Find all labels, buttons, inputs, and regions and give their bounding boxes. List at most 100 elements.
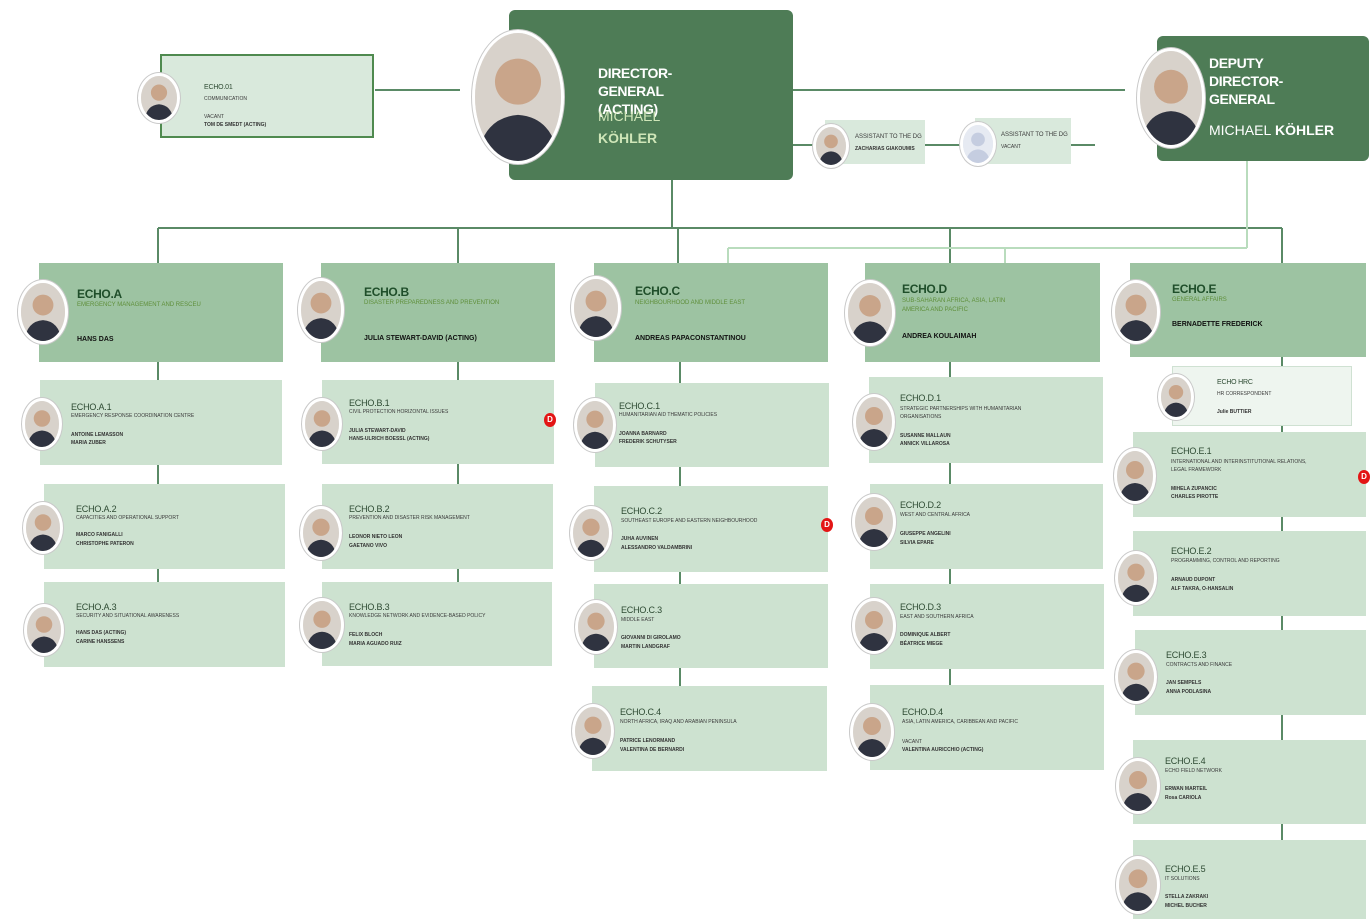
assistant-person: VACANT [1001,144,1021,150]
directorate-box-echo-a: ECHO.A EMERGENCY MANAGEMENT AND RESCEU H… [39,263,283,362]
unit-subtitle: HR CORRESPONDENT [1217,391,1272,397]
unit-subtitle: KNOWLEDGE NETWORK AND EVIDENCE-BASED POL… [349,613,486,619]
unit-person-2: HANS-ULRICH BOESSL (ACTING) [349,436,430,442]
director-general-box: DIRECTOR-GENERAL (ACTING) MICHAEL KÖHLER [509,10,793,180]
unit-subtitle: WEST AND CENTRAL AFRICA [900,512,971,518]
unit-person-1: JUHA AUVINEN [621,536,659,542]
portrait-unit [1115,551,1157,605]
unit-code: ECHO.C.2 [621,506,662,516]
portrait-unit [300,506,342,560]
unit-box-echo-e3: ECHO.E.3 CONTRACTS AND FINANCE JAN SEMPE… [1135,630,1366,715]
unit-box-echo-d1: ECHO.D.1 STRATEGIC PARTNERSHIPS WITH HUM… [869,377,1103,463]
unit-box-echo-b1: ECHO.B.1 CIVIL PROTECTION HORIZONTAL ISS… [322,380,554,464]
unit-person-2: MARTIN LANDGRAF [621,644,670,650]
unit-person-2: ALESSANDRO VALDAMBRINI [621,545,693,551]
unit-subtitle: PREVENTION AND DISASTER RISK MANAGEMENT [349,515,470,521]
unit-code: ECHO HRC [1217,379,1253,386]
unit-box-echo-a3: ECHO.A.3 SECURITY AND SITUATIONAL AWAREN… [44,582,285,667]
portrait-unit [302,398,342,450]
unit-person-1: STELLA ZAKRAKI [1165,894,1209,900]
portrait-comm [138,73,180,123]
portrait-echo-b [298,278,344,342]
unit-code: ECHO.A.3 [76,602,117,612]
unit-person-2: MICHEL BUCHER [1165,903,1207,909]
unit-code: ECHO.C.4 [620,707,661,717]
portrait-unit [570,506,612,560]
unit-person-1: MARCO FANIGALLI [76,532,123,538]
portrait-unit [24,604,64,656]
portrait-assistant-1 [813,124,849,168]
unit-code: ECHO.C.3 [621,605,662,615]
ddg-title: DEPUTY DIRECTOR-GENERAL [1209,55,1283,107]
portrait-unit [1116,758,1160,814]
portrait-unit [853,394,895,450]
d-badge: D [544,413,556,427]
unit-box-echo-c3: ECHO.C.3 MIDDLE EAST GIOVANNI DI GIROLAM… [594,584,828,668]
portrait-unit [574,398,616,452]
portrait-hrc [1158,374,1194,420]
dg-last-name: KÖHLER [598,130,658,146]
unit-box-echo-e1: ECHO.E.1 INTERNATIONAL AND INTERINSTITUT… [1133,432,1366,517]
unit-subtitle: SOUTHEAST EUROPE AND EASTERN NEIGHBOURHO… [621,518,758,524]
ddg-last-name: KÖHLER [1275,122,1335,138]
unit-person-1: HANS DAS (ACTING) [76,630,126,636]
directorate-subtitle: SUB-SAHARAN AFRICA, ASIA, LATIN AMERICA … [902,298,1006,313]
unit-subtitle: ECHO FIELD NETWORK [1165,768,1222,774]
unit-code: ECHO.B.3 [349,602,390,612]
directorate-box-echo-e: ECHO.E GENERAL AFFAIRS BERNADETTE FREDER… [1130,263,1366,357]
unit-subtitle: STRATEGIC PARTNERSHIPS WITH HUMANITARIAN… [900,406,1022,420]
directorate-head: BERNADETTE FREDERICK [1172,321,1263,328]
portrait-echo-c [571,276,621,340]
unit-box-echo-b3: ECHO.B.3 KNOWLEDGE NETWORK AND EVIDENCE-… [322,582,552,666]
unit-code: ECHO.D.2 [900,500,941,510]
unit-person-2: GAETANO VIVO [349,543,387,549]
directorate-code: ECHO.C [635,284,680,298]
portrait-unit [850,704,894,760]
unit-person-2: CARINE HANSSENS [76,639,125,645]
assistant-person: ZACHARIAS GIAKOUMIS [855,146,915,152]
portrait-unit [300,598,344,652]
unit-person: Julie BUTTIER [1217,409,1252,415]
unit-person-2: Rosa CARIOLA [1165,795,1202,801]
directorate-code: ECHO.D [902,282,947,296]
portrait-dg [472,30,564,164]
unit-box-echo-c4: ECHO.C.4 NORTH AFRICA, IRAQ AND ARABIAN … [592,686,827,771]
unit-person-1: JAN SEMPELS [1166,680,1202,686]
hr-correspondent-box: ECHO HRC HR CORRESPONDENT Julie BUTTIER [1172,366,1352,426]
unit-box-echo-e2: ECHO.E.2 PROGRAMMING, CONTROL AND REPORT… [1133,531,1366,616]
assistant-title: ASSISTANT TO THE DG [1001,132,1068,138]
unit-person-2: FREDERIK SCHUTYSER [619,439,677,445]
directorate-box-echo-c: ECHO.C NEIGHBOURHOOD AND MIDDLE EAST AND… [594,263,828,362]
unit-subtitle: MIDDLE EAST [621,617,655,623]
portrait-unit [23,502,63,554]
unit-code: ECHO.A.1 [71,402,112,412]
unit-code: ECHO.01 [204,84,233,91]
unit-subtitle: CAPACITIES AND OPERATIONAL SUPPORT [76,515,179,521]
unit-person-1: SUSANNE MALLAUN [900,433,951,439]
unit-code: ECHO.E.3 [1166,650,1207,660]
directorate-subtitle: GENERAL AFFAIRS [1172,297,1227,303]
portrait-assistant-vacant [960,122,996,166]
unit-person-1: MIHELA ZUPANCIC [1171,486,1217,492]
unit-subtitle: SECURITY AND SITUATIONAL AWARENESS [76,613,180,619]
unit-box-communication: ECHO.01 COMMUNICATION VACANT TOM DE SMED… [160,54,374,138]
unit-person-2: VALENTINA AURICCHIO (ACTING) [902,747,984,753]
dg-first-name: MICHAEL [598,108,661,124]
unit-code: ECHO.B.1 [349,398,390,408]
directorate-head: ANDREA KOULAIMAH [902,333,977,340]
portrait-echo-d [845,280,895,346]
unit-box-echo-a2: ECHO.A.2 CAPACITIES AND OPERATIONAL SUPP… [44,484,285,569]
unit-person-1: DOMINIQUE ALBERT [900,632,951,638]
unit-person-2: BÉATRICE MIEGE [900,641,943,647]
unit-code: ECHO.E.2 [1171,546,1212,556]
unit-box-echo-d2: ECHO.D.2 WEST AND CENTRAL AFRICA GIUSEPP… [870,484,1103,569]
portrait-unit [852,494,896,550]
unit-subtitle: INTERNATIONAL AND INTERINSTITUTIONAL REL… [1171,459,1307,473]
dg-title: DIRECTOR-GENERAL (ACTING) [598,65,672,117]
directorate-code: ECHO.B [364,285,409,299]
unit-box-echo-c2: ECHO.C.2 SOUTHEAST EUROPE AND EASTERN NE… [594,486,828,572]
unit-code: ECHO.E.4 [1165,756,1206,766]
unit-code: ECHO.D.4 [902,707,943,717]
unit-person-1: JOANNA BARNARD [619,431,667,437]
portrait-unit [575,600,617,654]
